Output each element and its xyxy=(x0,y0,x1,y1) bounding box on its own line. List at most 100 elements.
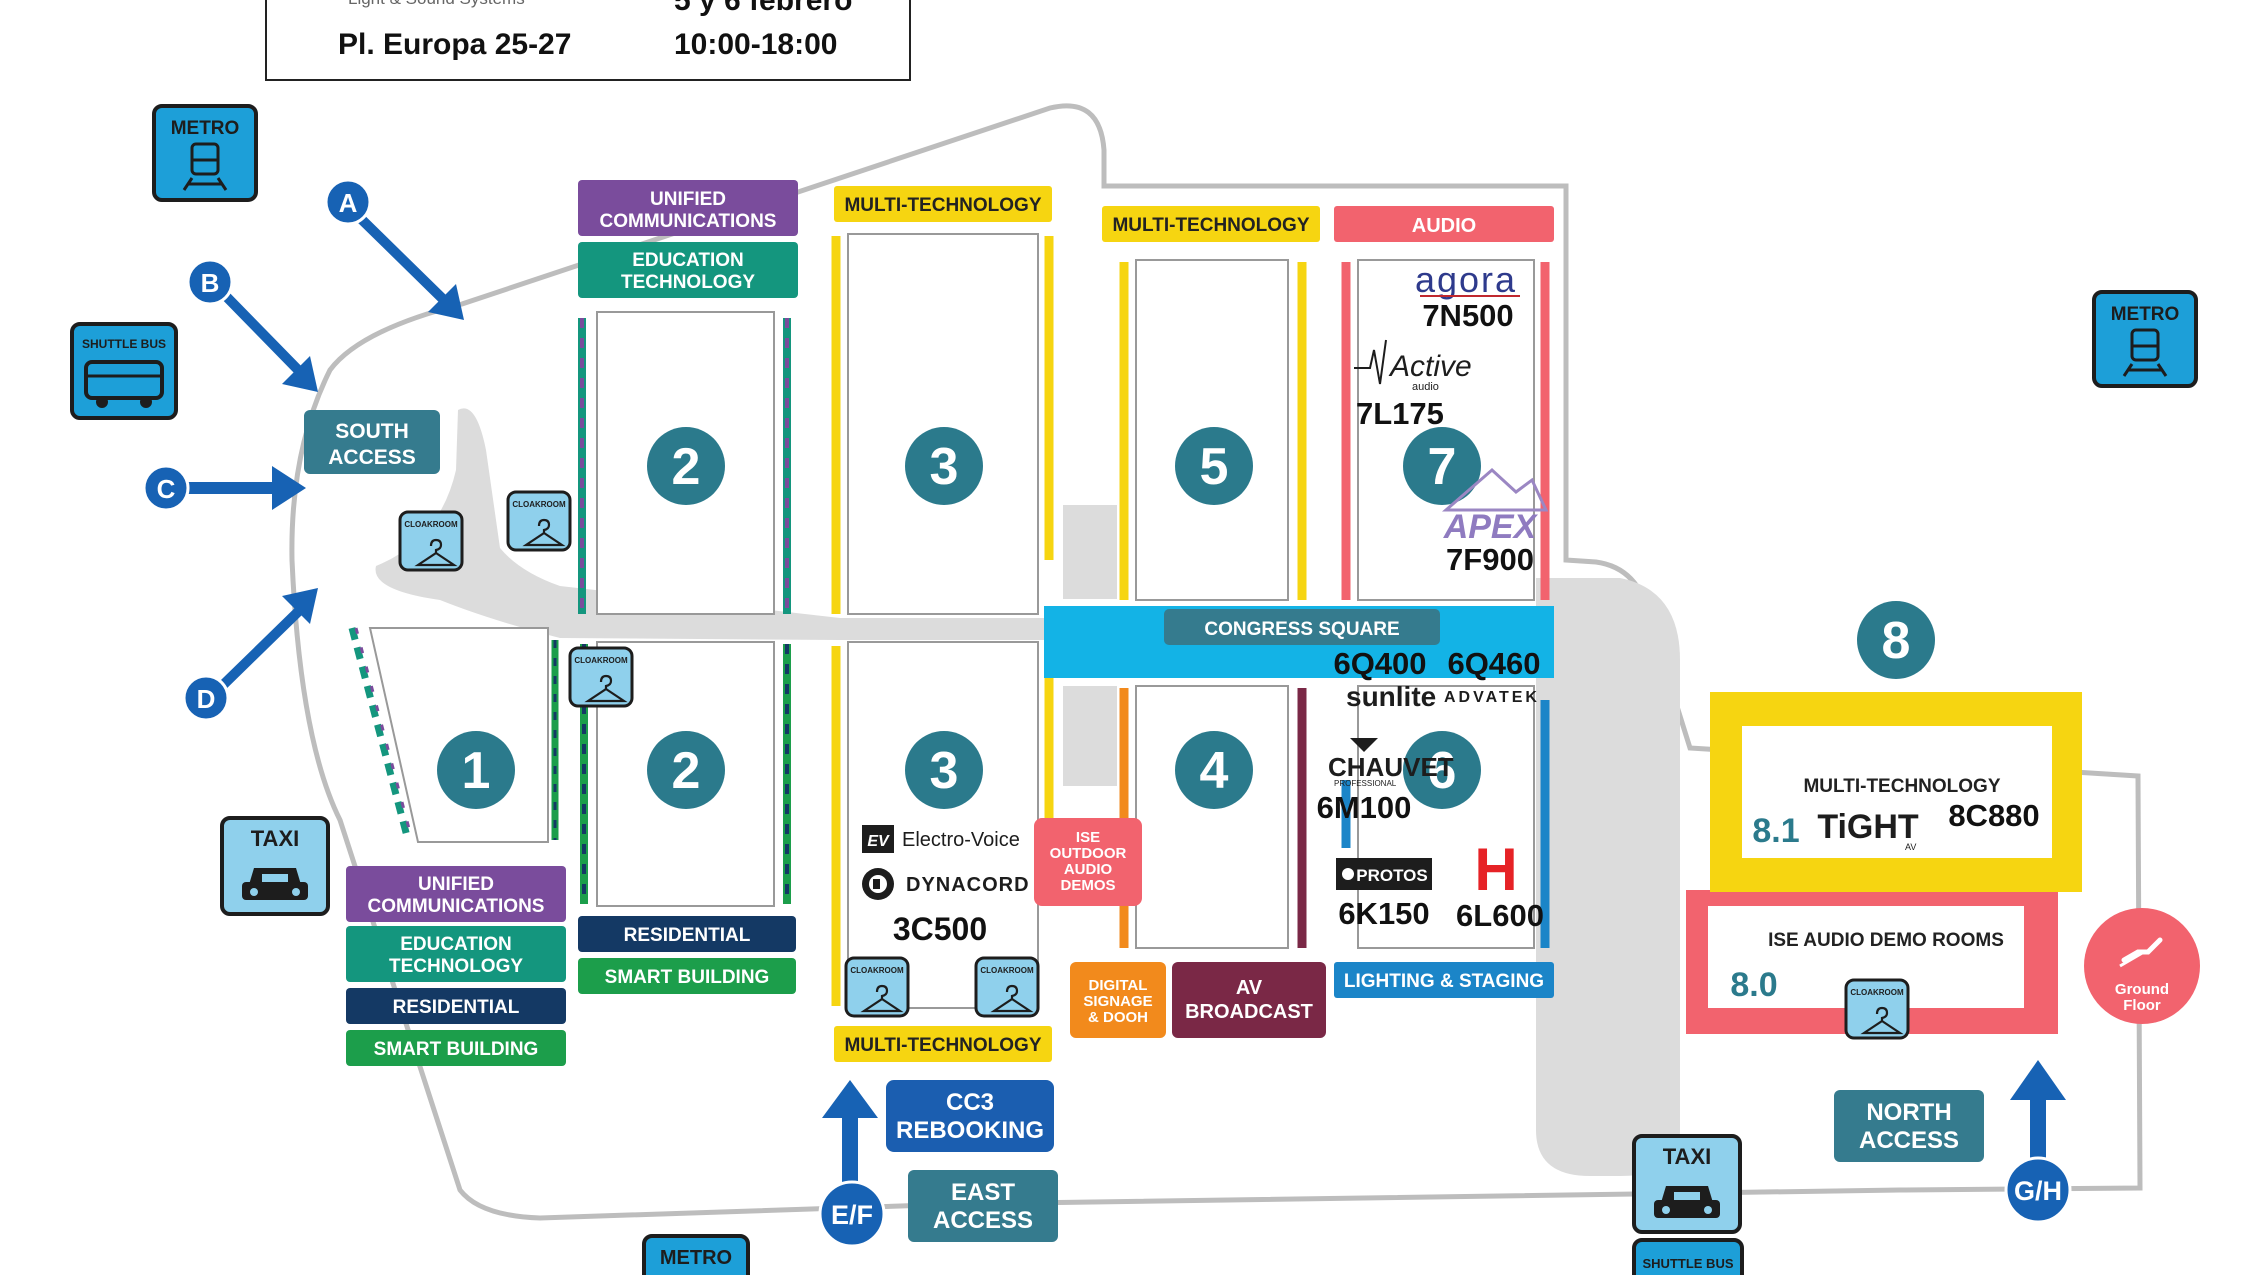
multi-tech-label-5: MULTI-TECHNOLOGY xyxy=(1112,215,1309,236)
north-access-b: ACCESS xyxy=(1859,1127,1959,1154)
gate-ef: E/F xyxy=(831,1200,873,1230)
rebooking-b: REBOOKING xyxy=(896,1117,1044,1144)
hall-numbers: 1 2 2 3 3 4 5 6 7 8 xyxy=(437,427,1935,809)
outdoor-label-c: AUDIO xyxy=(1064,861,1113,878)
ground-floor-label-a: Ground xyxy=(2115,981,2169,998)
header-hours: 10:00-18:00 xyxy=(674,28,837,61)
stand-6k150: 6K150 xyxy=(1338,896,1429,931)
stand-6l600: 6L600 xyxy=(1456,898,1544,933)
gate-b: B xyxy=(201,268,220,298)
hall-number-6: 6 xyxy=(1428,742,1457,800)
h-logo: H xyxy=(1474,836,1517,903)
access-points: SOUTH ACCESS EAST ACCESS NORTH ACCESS CC… xyxy=(304,410,1984,1242)
gate-c: C xyxy=(157,474,176,504)
hall-number-3b: 3 xyxy=(930,742,959,800)
audio-demo-rooms-label: ISE AUDIO DEMO ROOMS xyxy=(1768,930,2004,951)
audio-label: AUDIO xyxy=(1412,215,1476,237)
hall-6 xyxy=(1341,685,1550,949)
stand-6q400: 6Q400 xyxy=(1333,646,1426,681)
hall-1 xyxy=(348,627,559,843)
cloakrooms: CLOAKROOM CLOAKROOM CLOAKROOM CLOAKROOM … xyxy=(398,490,1910,1040)
taxi-icon: TAXI xyxy=(1632,1134,1742,1234)
taxi-label-1: TAXI xyxy=(251,826,299,851)
taxi-label-2: TAXI xyxy=(1663,1144,1711,1169)
residential-label-2: RESIDENTIAL xyxy=(624,925,751,946)
chauvet-logo: CHAUVET xyxy=(1328,752,1454,782)
digital-signage-b: SIGNAGE xyxy=(1083,993,1152,1010)
chauvet-icon xyxy=(1350,738,1378,752)
taxi-icon: TAXI xyxy=(220,816,330,916)
advatek-logo: ADVATEK xyxy=(1444,689,1540,706)
metro-icon: METRO xyxy=(2092,290,2198,388)
stand-7f900: 7F900 xyxy=(1446,542,1534,577)
shuttle-bus-icon: SHUTTLE BUS xyxy=(1632,1238,1744,1275)
metro-label-3: METRO xyxy=(660,1247,732,1269)
cloakroom-label-6: CLOAKROOM xyxy=(1850,988,1904,997)
active-audio-logo: Active xyxy=(1388,350,1472,383)
apex-logo: APEX xyxy=(1443,508,1539,546)
east-access-a: EAST xyxy=(951,1179,1015,1206)
unified-label-1b: COMMUNICATIONS xyxy=(368,896,545,917)
congress-square-label: CONGRESS SQUARE xyxy=(1204,619,1399,640)
gate-d: D xyxy=(197,684,216,714)
active-audio-sub: audio xyxy=(1412,381,1439,393)
stand-7l175: 7L175 xyxy=(1356,396,1444,431)
education-label-2a: EDUCATION xyxy=(632,250,744,271)
gate-gh: G/H xyxy=(2014,1176,2062,1206)
hall-number-3a: 3 xyxy=(930,438,959,496)
education-label-1b: TECHNOLOGY xyxy=(389,956,523,977)
walkways xyxy=(375,408,1680,1176)
hall-8-1-label: 8.1 xyxy=(1752,812,1799,850)
ground-floor-label-b: Floor xyxy=(2123,997,2161,1014)
ground-floor-badge: Ground Floor xyxy=(2084,908,2200,1024)
digital-signage-a: DIGITAL xyxy=(1089,977,1148,994)
multi-tech-label-3: MULTI-TECHNOLOGY xyxy=(844,195,1041,216)
hall-number-7: 7 xyxy=(1428,438,1457,496)
hall-number-4: 4 xyxy=(1200,742,1229,800)
av-broadcast-b: BROADCAST xyxy=(1185,1001,1313,1023)
education-label-2b: TECHNOLOGY xyxy=(621,272,755,293)
electro-voice-logo: Electro-Voice xyxy=(902,829,1020,851)
shuttle-bus-label-2: SHUTTLE BUS xyxy=(1643,1256,1734,1271)
cloakroom-label-4: CLOAKROOM xyxy=(850,966,904,975)
hall-1-labels: UNIFIED COMMUNICATIONS EDUCATION TECHNOL… xyxy=(346,866,566,1066)
north-access-a: NORTH xyxy=(1866,1099,1951,1126)
outdoor-label-d: DEMOS xyxy=(1060,877,1115,894)
header-subtitle: Light & Sound Systems xyxy=(348,0,525,8)
hall-number-2a: 2 xyxy=(672,438,701,496)
stand-7n500: 7N500 xyxy=(1422,298,1513,333)
cloakroom-label-1: CLOAKROOM xyxy=(404,520,458,529)
header-address: Pl. Europa 25-27 xyxy=(338,28,571,61)
hall-3 xyxy=(831,233,1054,1009)
lighting-label: LIGHTING & STAGING xyxy=(1344,971,1544,992)
metro-label-1: METRO xyxy=(171,118,240,139)
hall-7-exhibitors: agora 7N500 Active audio 7L175 APEX 7F90… xyxy=(1354,259,1549,577)
smart-building-label-1: SMART BUILDING xyxy=(374,1039,539,1060)
cloakroom-label-2: CLOAKROOM xyxy=(512,500,566,509)
stand-8c880: 8C880 xyxy=(1948,798,2039,833)
tight-logo: TiGHT xyxy=(1817,808,1919,846)
south-access-a: SOUTH xyxy=(335,420,409,443)
info-box: Light & Sound Systems 5 y 6 febrero Pl. … xyxy=(265,0,911,81)
multi-tech-label-8: MULTI-TECHNOLOGY xyxy=(1803,776,2000,797)
cloakroom-label-5: CLOAKROOM xyxy=(980,966,1034,975)
dynacord-logo: DYNACORD xyxy=(906,874,1030,896)
gate-arrows: A B C D E/F G/H xyxy=(142,178,2072,1248)
hall-number-5: 5 xyxy=(1200,438,1229,496)
unified-label-2b: COMMUNICATIONS xyxy=(600,211,777,232)
rebooking-a: CC3 xyxy=(946,1089,994,1116)
unified-label-2a: UNIFIED xyxy=(650,189,726,210)
tight-sub: AV xyxy=(1905,842,1916,852)
unified-label-1a: UNIFIED xyxy=(418,874,494,895)
agora-logo: agora xyxy=(1415,259,1517,300)
metro-label-2: METRO xyxy=(2111,304,2180,325)
hall-bottom-labels: ISE OUTDOOR AUDIO DEMOS DIGITAL SIGNAGE … xyxy=(1034,818,1554,1038)
hall-8-content: MULTI-TECHNOLOGY 8.1 TiGHT AV 8C880 ISE … xyxy=(1730,776,2039,1004)
hall-2-labels: UNIFIED COMMUNICATIONS EDUCATION TECHNOL… xyxy=(578,180,798,994)
shuttle-bus-icon: SHUTTLE BUS xyxy=(70,322,178,420)
hall-number-2b: 2 xyxy=(672,742,701,800)
stand-6m100: 6M100 xyxy=(1317,790,1412,825)
gate-a: A xyxy=(339,188,358,218)
hall-number-1: 1 xyxy=(462,742,491,800)
